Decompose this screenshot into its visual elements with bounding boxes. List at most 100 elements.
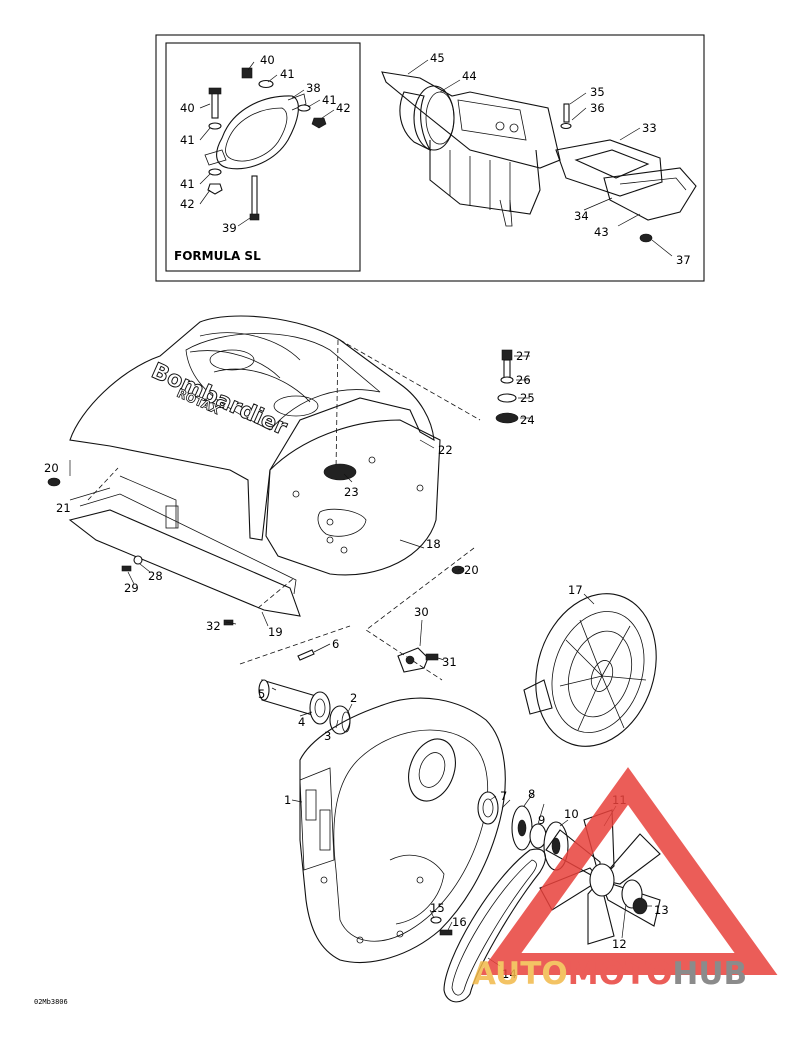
seal-2 bbox=[341, 711, 351, 733]
callout-9: 9 bbox=[538, 813, 545, 827]
callout-44: 44 bbox=[462, 69, 477, 83]
shaft-5 bbox=[261, 679, 317, 717]
fan-cover-17 bbox=[523, 593, 657, 747]
washer-28 bbox=[133, 555, 143, 565]
watermark-hub: HUB bbox=[672, 956, 747, 992]
callout-18: 18 bbox=[426, 537, 441, 551]
engine-shroud-18 bbox=[265, 419, 441, 576]
support-bracket-19 bbox=[47, 475, 465, 626]
inset-right-leaders bbox=[407, 59, 673, 257]
callout-43: 43 bbox=[594, 225, 609, 239]
hardware-15-16 bbox=[429, 909, 453, 936]
callout-20-left: 20 bbox=[44, 461, 59, 475]
callout-41-left: 41 bbox=[180, 133, 195, 147]
callout-41-right: 41 bbox=[322, 93, 337, 107]
callout-45: 45 bbox=[430, 51, 445, 65]
inset-right-hardware bbox=[560, 103, 653, 243]
bolt-31 bbox=[425, 653, 439, 661]
callout-41-lower: 41 bbox=[180, 177, 195, 191]
bolt-40-top bbox=[241, 67, 253, 79]
callout-41-top: 41 bbox=[280, 67, 295, 81]
callout-13: 13 bbox=[654, 903, 669, 917]
callout-40-top: 40 bbox=[260, 53, 275, 67]
bearing-4 bbox=[309, 691, 331, 725]
formula-sl-inset: FORMULA SL bbox=[155, 34, 705, 282]
callout-31: 31 bbox=[442, 655, 457, 669]
fastener-stack-24-27 bbox=[495, 349, 530, 424]
air-silencer-assembly bbox=[381, 71, 561, 227]
callout-29: 29 bbox=[124, 581, 139, 595]
nut-42-left bbox=[207, 183, 223, 195]
callout-40-left: 40 bbox=[180, 101, 195, 115]
inset-leaders bbox=[199, 61, 335, 227]
pulley-set bbox=[477, 791, 569, 871]
callout-26: 26 bbox=[516, 373, 531, 387]
bolt-39 bbox=[251, 175, 258, 217]
callout-39: 39 bbox=[222, 221, 237, 235]
shaft-assembly bbox=[258, 643, 353, 735]
callout-6: 6 bbox=[332, 637, 339, 651]
tensioner-30-31 bbox=[397, 619, 445, 673]
callout-labels: 1 2 3 4 5 6 7 8 9 10 11 12 13 14 15 16 1… bbox=[44, 51, 691, 981]
washer-41-right bbox=[297, 104, 311, 112]
inset-inner-frame bbox=[165, 42, 361, 272]
callout-42-left: 42 bbox=[180, 197, 195, 211]
watermark-moto: MOTO bbox=[568, 956, 673, 992]
callout-35: 35 bbox=[590, 85, 605, 99]
callout-37: 37 bbox=[676, 253, 691, 267]
screw-35 bbox=[563, 103, 570, 123]
callout-17: 17 bbox=[568, 583, 583, 597]
callout-19: 19 bbox=[268, 625, 283, 639]
washer-36 bbox=[560, 122, 572, 130]
callout-23: 23 bbox=[344, 485, 359, 499]
nut-37 bbox=[639, 233, 653, 243]
figure-code: 02Mb3806 bbox=[34, 998, 68, 1006]
bolt-16 bbox=[439, 929, 453, 936]
callout-16: 16 bbox=[452, 915, 467, 929]
inset-hardware bbox=[207, 67, 327, 221]
callout-3: 3 bbox=[324, 729, 331, 743]
callout-20-right: 20 bbox=[464, 563, 479, 577]
bearing-7 bbox=[477, 791, 499, 825]
bolt-40-left bbox=[211, 91, 219, 119]
callout-36: 36 bbox=[590, 101, 605, 115]
screw-20-left bbox=[47, 477, 61, 487]
callout-2: 2 bbox=[350, 691, 357, 705]
main-leaders bbox=[69, 439, 465, 627]
callout-22: 22 bbox=[438, 443, 453, 457]
inset-outer-frame bbox=[155, 34, 705, 282]
hood-22: Bombardier ROTAX bbox=[69, 315, 435, 541]
callout-7: 7 bbox=[500, 789, 507, 803]
bracket-38 bbox=[204, 93, 307, 170]
callout-30: 30 bbox=[414, 605, 429, 619]
callout-34: 34 bbox=[574, 209, 589, 223]
callout-42-right: 42 bbox=[336, 101, 351, 115]
watermark-auto: AUTO bbox=[472, 956, 568, 992]
bolt-27 bbox=[501, 349, 513, 361]
washer-41-top bbox=[258, 79, 274, 89]
callout-24: 24 bbox=[520, 413, 535, 427]
callout-21: 21 bbox=[56, 501, 71, 515]
callout-38: 38 bbox=[306, 81, 321, 95]
washer-15 bbox=[430, 916, 442, 924]
fan-housing-1 bbox=[291, 697, 506, 963]
watermark-logo: AUTOMOTOHUB bbox=[472, 767, 778, 992]
nut-42-right bbox=[311, 117, 327, 129]
air-intake-33-43 bbox=[555, 139, 697, 221]
washer-25 bbox=[497, 393, 517, 403]
nut-13 bbox=[632, 897, 648, 915]
callout-12: 12 bbox=[612, 937, 627, 951]
inset-title: FORMULA SL bbox=[174, 249, 261, 263]
callout-4: 4 bbox=[298, 715, 305, 729]
callout-32: 32 bbox=[206, 619, 221, 633]
alignment-axes bbox=[87, 339, 481, 681]
watermark-triangle-icon bbox=[478, 767, 778, 975]
callout-33: 33 bbox=[642, 121, 657, 135]
washer-41-left bbox=[208, 122, 222, 130]
grommet-24 bbox=[495, 412, 519, 424]
callout-1: 1 bbox=[284, 793, 291, 807]
callout-27: 27 bbox=[516, 349, 531, 363]
screw-29 bbox=[121, 565, 132, 572]
